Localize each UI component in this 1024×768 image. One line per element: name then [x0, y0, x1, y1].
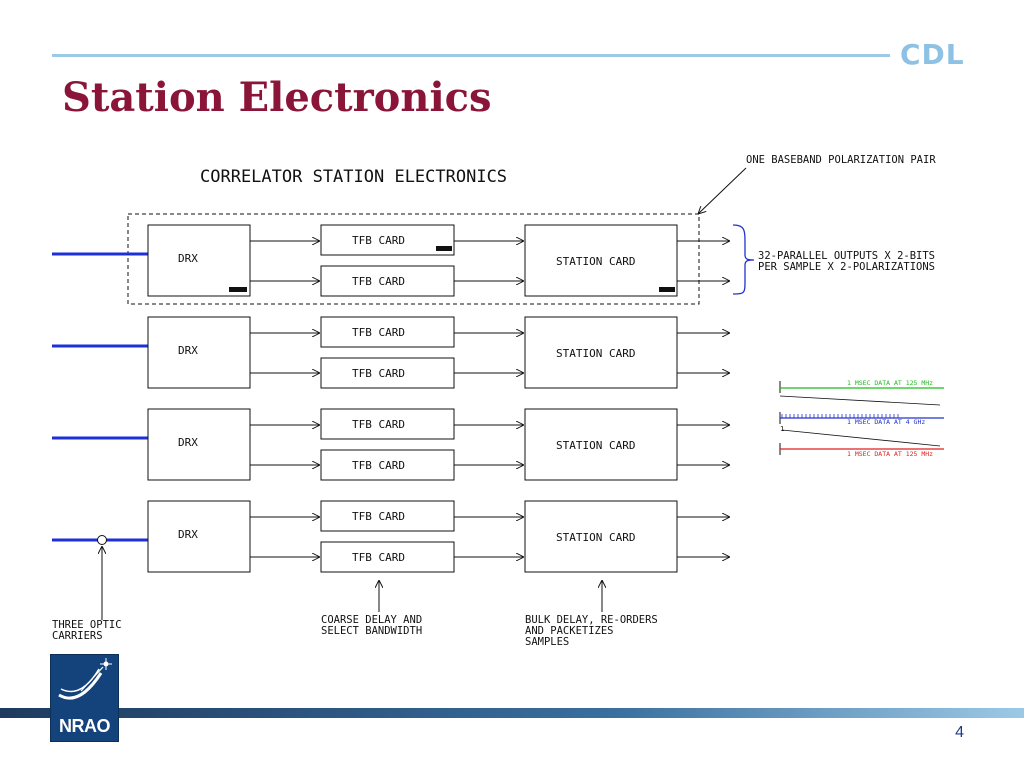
- tfb-card-label: TFB CARD: [352, 326, 405, 339]
- tfb-card-box: [320, 357, 455, 389]
- station-card-box: [524, 408, 678, 481]
- station-row: DRX TFB CARD TFB CARD STATION CARD: [52, 408, 730, 481]
- drx-label: DRX: [178, 528, 198, 541]
- radio-dish-icon: [58, 658, 112, 700]
- timing-label-bottom: 1 MSEC DATA AT 125 MHz: [847, 450, 933, 458]
- callout-arrow: [698, 167, 747, 214]
- drx-box: [147, 408, 251, 481]
- drx-box: [147, 224, 251, 297]
- tfb-card-box: [320, 449, 455, 481]
- page-number: 4: [955, 724, 964, 741]
- baseband-pair-group-box: [127, 213, 700, 305]
- timing-sample-ticks: [781, 414, 899, 418]
- tfb-card-box: [320, 265, 455, 297]
- station-row: DRX TFB CARD TFB CARD STATION CARD: [52, 224, 730, 297]
- station-card-box: [524, 224, 678, 297]
- optic-note-line1: THREE OPTIC: [52, 619, 122, 631]
- nrao-logo: NRAO: [50, 654, 119, 742]
- drx-box: [147, 316, 251, 389]
- tfb-card-box: [320, 316, 455, 348]
- optic-note-line2: CARRIERS: [52, 630, 103, 642]
- header-rule: [52, 54, 890, 57]
- drx-label: DRX: [178, 344, 198, 357]
- drx-box: [147, 500, 251, 573]
- optic-tap-circle: [97, 535, 107, 545]
- drx-label: DRX: [178, 436, 198, 449]
- tfb-note-line2: SELECT BANDWIDTH: [321, 625, 422, 637]
- tfb-card-box: [320, 500, 455, 532]
- tfb-marker: [436, 246, 452, 251]
- timing-sketch: 1 MSEC DATA AT 125 MHz 1 MSEC DATA AT 4 …: [779, 379, 944, 458]
- tfb-card-box: [320, 224, 455, 256]
- tfb-card-label: TFB CARD: [352, 275, 405, 288]
- timing-label-top: 1 MSEC DATA AT 125 MHz: [847, 379, 933, 387]
- tfb-card-box: [320, 541, 455, 573]
- tfb-card-label: TFB CARD: [352, 367, 405, 380]
- drx-marker: [229, 287, 247, 292]
- tfb-card-label: TFB CARD: [352, 234, 405, 247]
- station-marker: [659, 287, 675, 292]
- diagram-heading: CORRELATOR STATION ELECTRONICS: [200, 167, 507, 187]
- station-card-box: [524, 316, 678, 389]
- tfb-card-label: TFB CARD: [352, 459, 405, 472]
- outputs-brace: [732, 224, 755, 295]
- tfb-card-label: TFB CARD: [352, 510, 405, 523]
- station-card-label: STATION CARD: [556, 439, 635, 452]
- timing-slope-upper: [779, 395, 941, 406]
- station-row: DRX TFB CARD TFB CARD STATION CARD: [52, 500, 730, 573]
- brand-label: CDL: [900, 38, 965, 71]
- timing-slope-lower: [781, 429, 941, 447]
- outputs-label-line1: 32-PARALLEL OUTPUTS X 2-BITS: [758, 250, 935, 262]
- station-card-label: STATION CARD: [556, 347, 635, 360]
- tfb-card-label: TFB CARD: [352, 418, 405, 431]
- callout-baseband-pair: ONE BASEBAND POLARIZATION PAIR: [746, 154, 936, 166]
- station-note-line1: BULK DELAY, RE-ORDERS: [525, 614, 658, 626]
- outputs-label-line2: PER SAMPLE X 2-POLARIZATIONS: [758, 261, 935, 273]
- station-note-line2: AND PACKETIZES: [525, 625, 614, 637]
- footer-band: [0, 708, 1024, 718]
- timing-mid-marker: 1: [780, 425, 784, 433]
- logo-text: NRAO: [59, 716, 111, 736]
- tfb-card-label: TFB CARD: [352, 551, 405, 564]
- station-row: DRX TFB CARD TFB CARD STATION CARD: [52, 316, 730, 389]
- tfb-note-line1: COARSE DELAY AND: [321, 614, 422, 626]
- station-card-box: [524, 500, 678, 573]
- station-card-label: STATION CARD: [556, 255, 635, 268]
- slide-title: Station Electronics: [62, 74, 492, 121]
- station-electronics-diagram: CORRELATOR STATION ELECTRONICS ONE BASEB…: [52, 154, 944, 648]
- station-note-line3: SAMPLES: [525, 636, 569, 648]
- station-card-label: STATION CARD: [556, 531, 635, 544]
- drx-label: DRX: [178, 252, 198, 265]
- tfb-card-box: [320, 408, 455, 440]
- timing-label-mid: 1 MSEC DATA AT 4 GHz: [847, 418, 925, 426]
